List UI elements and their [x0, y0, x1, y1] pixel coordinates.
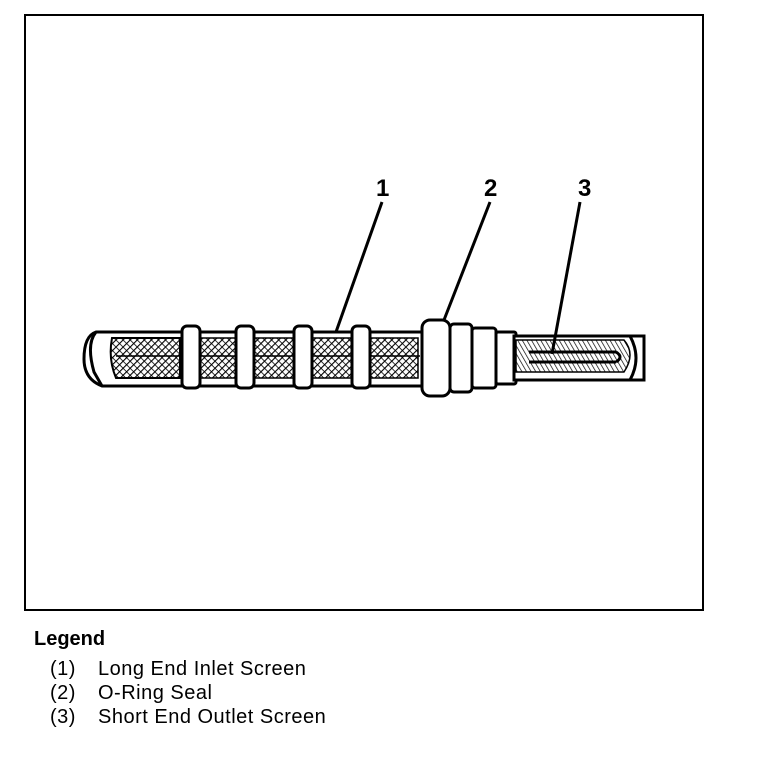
legend-item: (1) Long End Inlet Screen — [50, 657, 326, 681]
legend-item-label: O-Ring Seal — [98, 682, 213, 704]
figure-frame: 1 2 3 — [24, 14, 704, 611]
legend-item-number: (1) — [50, 658, 76, 680]
legend-item: (2) O-Ring Seal — [50, 681, 326, 705]
legend-title: Legend — [34, 628, 106, 650]
o-ring-seal — [420, 318, 518, 398]
legend-item-label: Short End Outlet Screen — [98, 706, 327, 728]
orifice-tube-drawing: 1 2 3 — [82, 175, 646, 398]
callout-number-2: 2 — [484, 175, 497, 202]
legend-item-number: (2) — [50, 682, 76, 704]
legend-item-label: Long End Inlet Screen — [98, 658, 307, 680]
callout-line-1 — [334, 201, 384, 333]
callout-number-3: 3 — [578, 175, 591, 202]
legend-item-number: (3) — [50, 706, 76, 728]
legend: Legend (1) Long End Inlet Screen (2) O-Rin… — [34, 628, 326, 729]
callout-number-1: 1 — [376, 175, 389, 202]
callout-line-2 — [442, 201, 492, 321]
long-end-inlet-screen — [82, 324, 426, 390]
legend-list: (1)Long End Inlet Screen (2)O-Ring Seal … — [34, 657, 326, 729]
callout-line-3 — [550, 201, 582, 355]
legend-item: (3) Short End Outlet Screen — [50, 705, 326, 729]
short-end-outlet-screen — [512, 334, 646, 382]
